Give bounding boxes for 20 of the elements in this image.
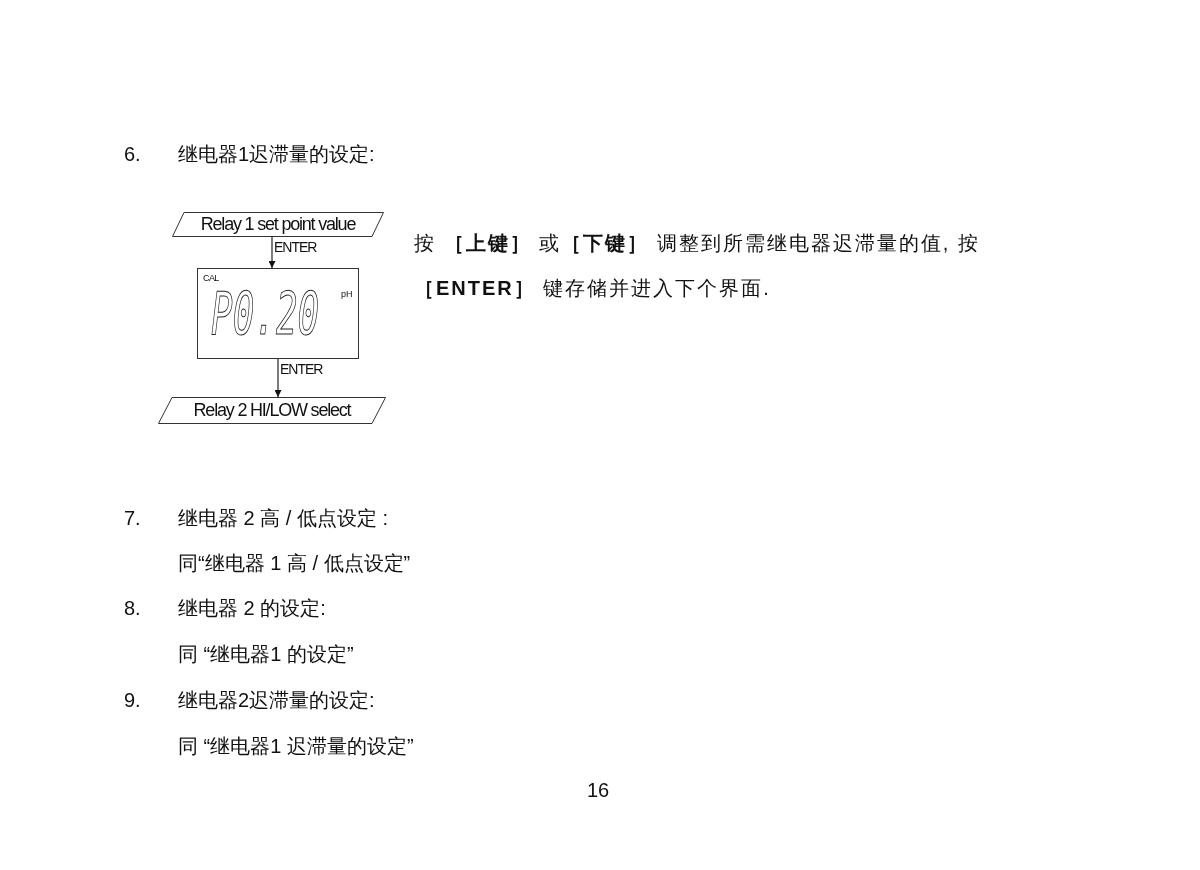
edge-label: ENTER [280,361,323,377]
note-text: 同 “继电器1 迟滞量的设定” [178,734,414,758]
arrow [268,236,276,269]
arrow [274,358,282,398]
heading: 继电器1迟滞量的设定: [178,142,375,166]
item-number: 8. [124,596,141,620]
page-number: 16 [587,778,610,802]
item-number: 6. [124,142,141,166]
item-number: 7. [124,506,141,530]
heading: 继电器 2 的设定: [178,596,326,620]
heading: 继电器 2 高 / 低点设定 : [178,506,389,530]
instruction-text: 按 ［上键］ 或［下键］ 调整到所需继电器迟滞量的值, 按［ENTER］ 键存储并进入下个界面. [414,231,981,301]
io-parallelogram: Relay 2 HI/LOW select [158,397,386,424]
note-text: 同 “继电器1 的设定” [178,642,354,666]
lcd-display: CAL P0.20 pH [197,268,359,359]
io-parallelogram: Relay 1 set point value [172,212,384,237]
note-text: 同“继电器 1 高 / 低点设定” [178,551,411,575]
edge-label: ENTER [274,239,317,255]
item-number: 9. [124,688,141,712]
heading: 继电器2迟滞量的设定: [178,688,375,712]
